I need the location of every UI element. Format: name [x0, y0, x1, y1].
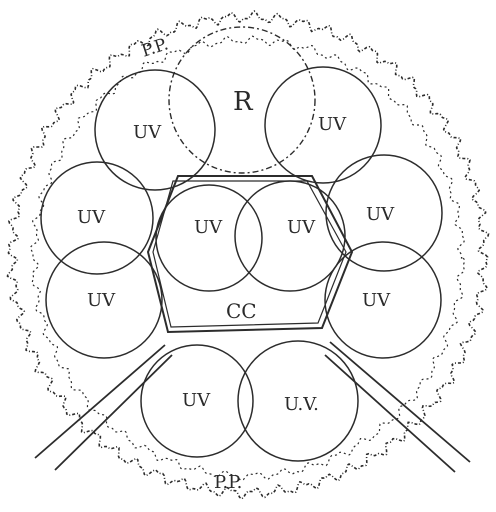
- uv-label: UV: [362, 290, 391, 311]
- label-pp-top: P.P.: [139, 34, 171, 61]
- uv-label: UV: [77, 207, 106, 228]
- uv-label: UV: [318, 114, 347, 135]
- uv-label: UV: [287, 217, 316, 238]
- uv-circle: [156, 185, 262, 291]
- label-r: R: [233, 87, 254, 117]
- uv-circles: UV UV UV UV UV UV UV UV UV U.V.: [41, 67, 442, 461]
- uv-label: UV: [87, 290, 116, 311]
- uv-label: UV: [366, 204, 395, 225]
- uv-label: UV: [133, 122, 162, 143]
- uv-label: UV: [194, 217, 223, 238]
- label-cc: CC: [226, 299, 257, 323]
- uv-label: UV: [182, 390, 211, 411]
- uv-label: U.V.: [284, 394, 319, 415]
- label-pp-bottom: P.P.: [214, 472, 242, 493]
